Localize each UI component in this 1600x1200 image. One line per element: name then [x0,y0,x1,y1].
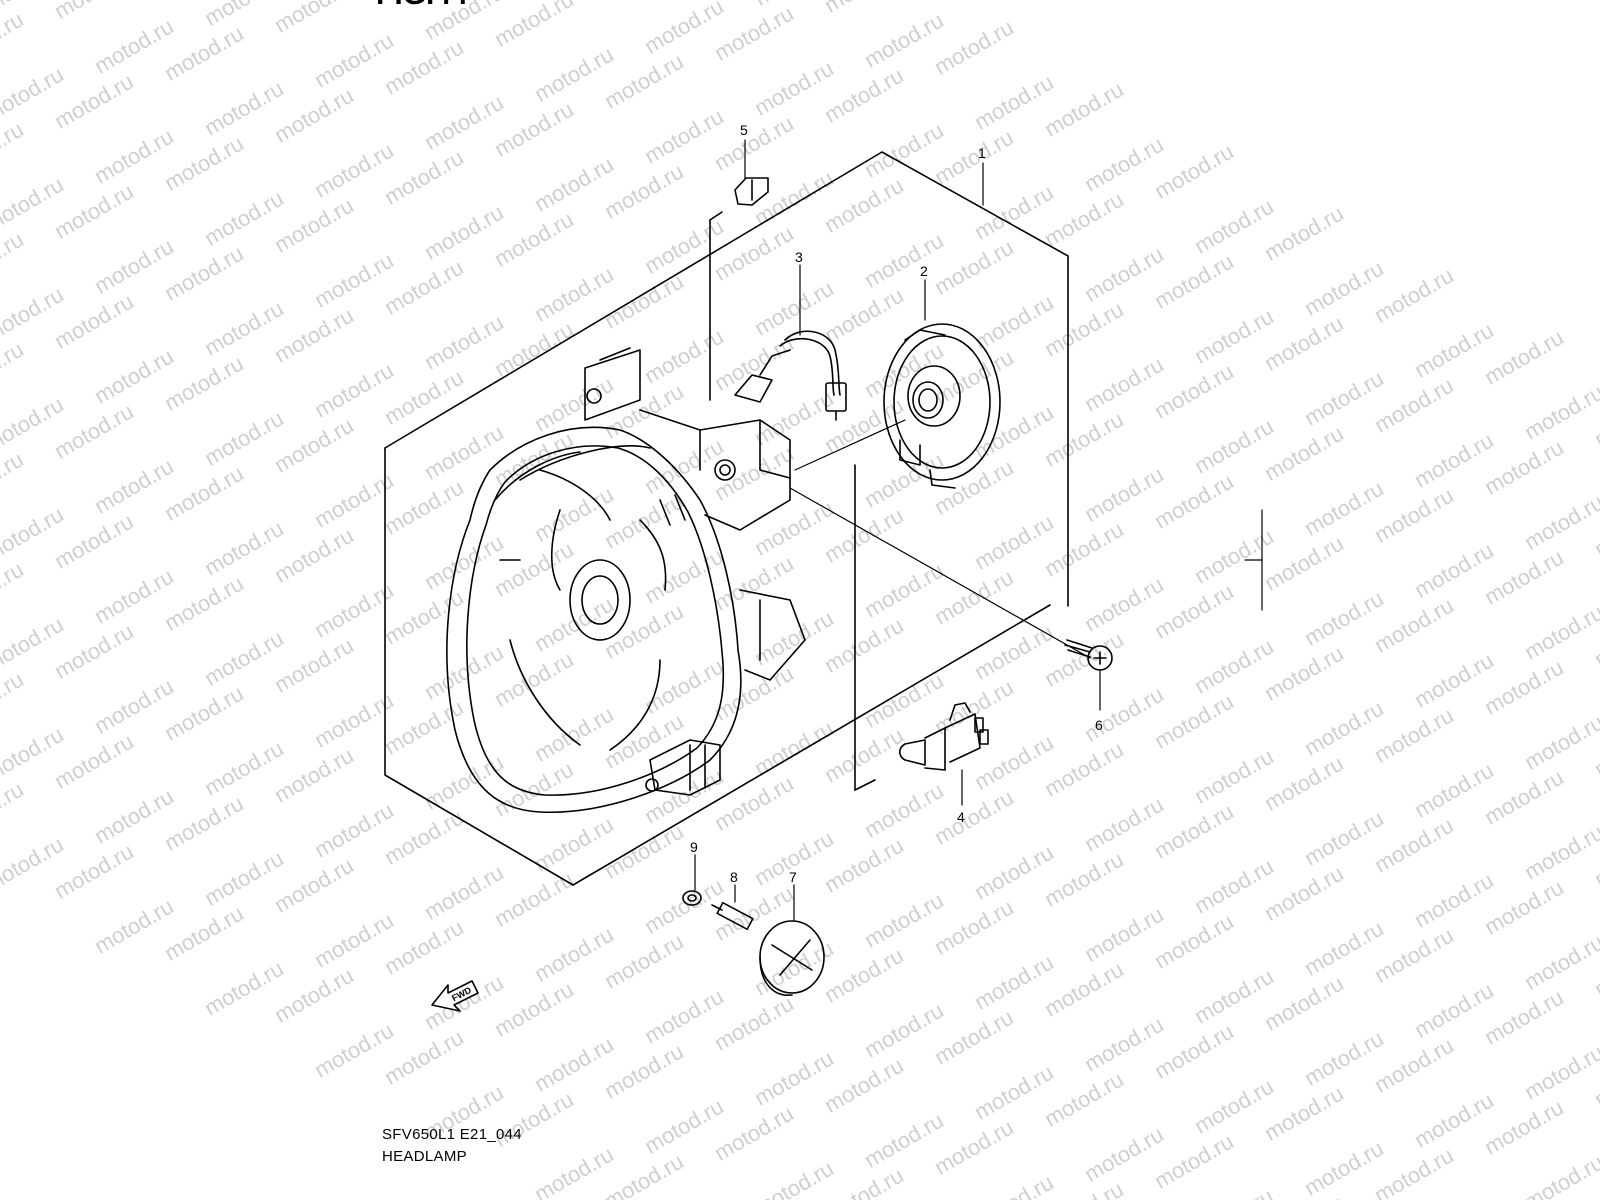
callout-5: 5 [740,122,748,138]
assembly-box-outline [384,151,1069,886]
figure-title: FIG.44 [376,0,468,12]
part-8-pin [711,901,754,931]
figure-name: HEADLAMP [382,1148,467,1165]
callout-4: 4 [957,809,965,825]
headlamp-housing [446,347,806,814]
callout-3: 3 [795,249,803,265]
callout-7: 7 [789,869,797,885]
fwd-direction-badge [431,980,479,1012]
part-2-bulb-cover [883,323,1001,489]
part-5-wedge-bulb [734,177,769,206]
model-code: SFV650L1 E21_044 [382,1126,522,1143]
callout-6: 6 [1095,717,1103,733]
part-9-washer [682,890,702,906]
part-7-cap [759,920,825,996]
leader-lines [694,139,1263,921]
part-6-screw [1064,639,1113,671]
part-3-socket-harness [734,330,847,421]
callout-9: 9 [690,839,698,855]
callout-8: 8 [730,869,738,885]
part-4-headlight-bulb [898,702,989,771]
callout-2: 2 [920,263,928,279]
callout-1: 1 [978,145,986,161]
